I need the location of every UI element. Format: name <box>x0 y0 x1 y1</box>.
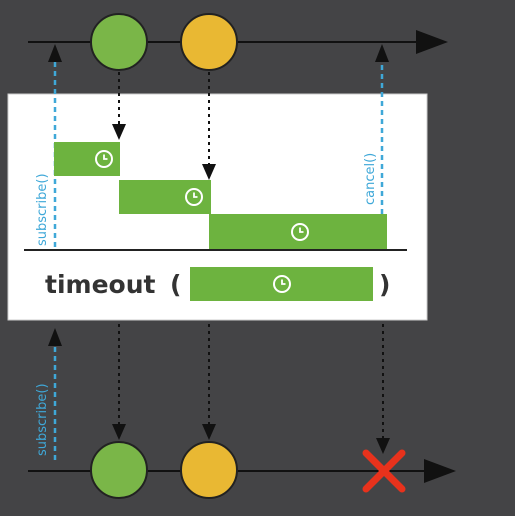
green-result-arrow <box>112 324 126 440</box>
operator-name: timeout <box>45 270 155 299</box>
result-item-green <box>90 441 148 499</box>
error-result-arrow <box>376 324 390 454</box>
timer-bar-1 <box>54 142 120 176</box>
subscribe-top-label: subscribe() <box>35 173 50 246</box>
cancel-line <box>375 44 389 214</box>
operator-open-paren: ( <box>170 270 181 299</box>
source-item-green <box>90 13 148 71</box>
timeline-arrowhead <box>424 459 456 483</box>
cross-icon <box>362 449 406 493</box>
result-item-yellow <box>180 441 238 499</box>
operator-close-paren: ) <box>379 270 390 299</box>
timer-bar-3 <box>209 214 387 250</box>
subscribe-bottom-label: subscribe() <box>35 383 50 456</box>
timeline-arrowhead <box>416 30 448 54</box>
yellow-result-arrow <box>202 324 216 440</box>
green-emission-arrow <box>112 72 126 140</box>
subscribe-bottom-line <box>48 328 62 460</box>
source-item-yellow <box>180 13 238 71</box>
cancel-label: cancel() <box>363 153 378 205</box>
subscribe-top-line <box>48 44 62 247</box>
yellow-emission-arrow <box>202 72 216 180</box>
